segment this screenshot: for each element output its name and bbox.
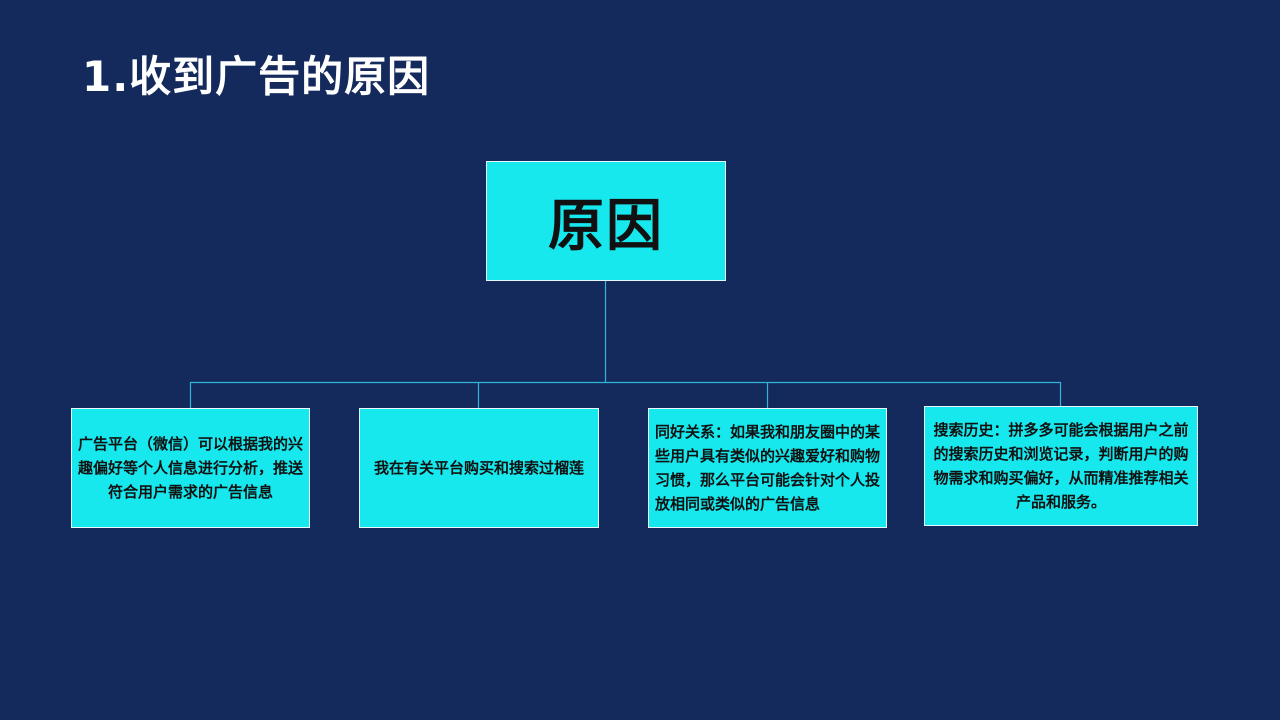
child-node-label: 搜索历史：拼多多可能会根据用户之前的搜索历史和浏览记录，判断用户的购物需求和购买… — [933, 421, 1189, 511]
slide-title: 1.收到广告的原因 — [82, 52, 431, 101]
child-node-label: 我在有关平台购买和搜索过榴莲 — [373, 459, 584, 477]
child-node-label: 同好关系：如果我和朋友圈中的某些用户具有类似的兴趣爱好和购物习惯，那么平台可能会… — [655, 423, 881, 513]
child-node-peer-relations: 同好关系：如果我和朋友圈中的某些用户具有类似的兴趣爱好和购物习惯，那么平台可能会… — [648, 408, 887, 528]
child-node-label: 广告平台（微信）可以根据我的兴趣偏好等个人信息进行分析，推送符合用户需求的广告信… — [78, 435, 304, 501]
child-node-ad-platform: 广告平台（微信）可以根据我的兴趣偏好等个人信息进行分析，推送符合用户需求的广告信… — [71, 408, 310, 528]
root-node-box: 原因 — [486, 161, 726, 281]
root-node-label: 原因 — [548, 193, 664, 259]
child-node-purchase-history: 我在有关平台购买和搜索过榴莲 — [359, 408, 599, 528]
child-node-search-history: 搜索历史：拼多多可能会根据用户之前的搜索历史和浏览记录，判断用户的购物需求和购买… — [924, 406, 1198, 526]
